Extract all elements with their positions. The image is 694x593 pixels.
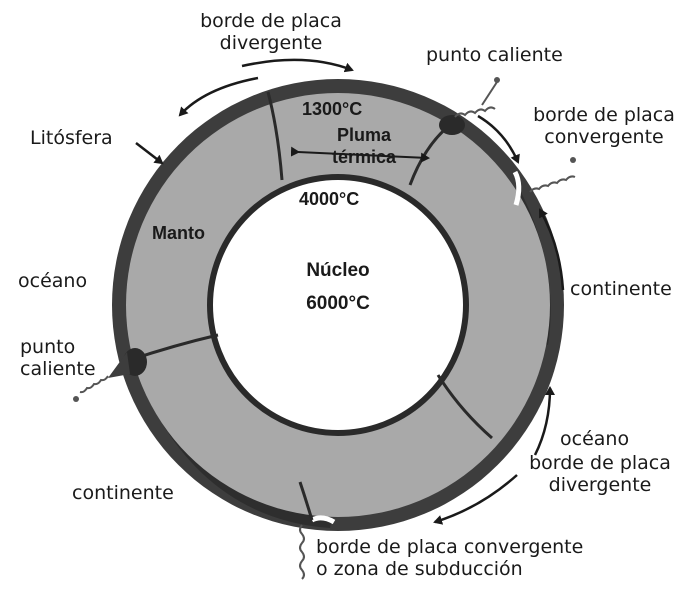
temp-4000-label: 4000°C [299, 189, 360, 209]
cell-boundary-bottom [298, 481, 314, 521]
cell-boundary-right [436, 374, 493, 440]
continent-bottom-label: continente [72, 482, 174, 504]
convergent-right-squiggle [529, 175, 576, 193]
divergent-top-label: borde de placa divergente [176, 10, 366, 54]
cell-boundary-top [266, 91, 284, 181]
lithosphere-pointer [135, 142, 164, 165]
convergent-top-arrow [477, 114, 520, 164]
convergent-right-label: borde de placa convergente [518, 104, 690, 148]
divergent-right-label: borde de placa divergente [512, 452, 688, 496]
lithosphere-label: Litósfera [30, 127, 113, 149]
divergent-top-label-line2: divergente [219, 32, 323, 54]
divergent-right-arrow-up [533, 386, 555, 456]
core-label-temp: 6000°C [306, 293, 370, 314]
core [207, 174, 469, 436]
convergent-right-label-line2: convergente [544, 126, 664, 148]
plume-label-line1: Pluma [336, 125, 392, 145]
continent-right-label: continente [570, 278, 672, 300]
divergent-top-label-line1: borde de placa [200, 10, 342, 32]
hotspot-left-label: punto caliente [20, 336, 96, 380]
hotspot-left-label-line1: punto [20, 336, 76, 358]
mantle-label: Manto [152, 223, 205, 243]
convergent-gap-bottom [310, 515, 336, 525]
convergent-right-arrow [538, 208, 565, 291]
hotspot-top-stem [481, 81, 498, 106]
convergent-gap-right [512, 170, 522, 206]
hotspot-left-label-line2: caliente [20, 358, 96, 380]
divergent-right-label-line1: borde de placa [529, 452, 671, 474]
ocean-right-label: océano [560, 428, 630, 450]
plume-label-line2: térmica [331, 147, 397, 167]
subduction-label: borde de placa convergente o zona de sub… [316, 536, 583, 580]
subduction-squiggle [299, 524, 305, 580]
divergent-top-arrow-left [178, 76, 259, 117]
convergent-right-dot [570, 157, 576, 163]
divergent-top-arrow-right [241, 58, 354, 73]
hotspot-top-squiggle [454, 106, 496, 118]
plume-label: Pluma térmica [300, 124, 428, 168]
plume-arrow [290, 146, 430, 163]
convergent-right-label-line1: borde de placa [533, 104, 675, 126]
subduction-label-line1: borde de placa convergente [316, 536, 584, 558]
divergent-right-label-line2: divergente [548, 474, 652, 496]
divergent-right-arrow-down [433, 474, 518, 525]
temp-1300-label: 1300°C [302, 99, 363, 119]
hotspot-left-dot [73, 396, 79, 402]
core-label: Núcleo 6000°C [280, 254, 396, 320]
core-label-name: Núcleo [306, 260, 370, 281]
hotspot-top-dot [494, 77, 500, 83]
hotspot-top-label: punto caliente [426, 44, 563, 66]
ocean-left-label: océano [18, 270, 88, 292]
hotspot-left-cone [108, 352, 130, 378]
hotspot-top-blob [439, 115, 465, 135]
subduction-label-line2: o zona de subducción [316, 558, 523, 580]
hotspot-left-squiggle [79, 375, 109, 394]
